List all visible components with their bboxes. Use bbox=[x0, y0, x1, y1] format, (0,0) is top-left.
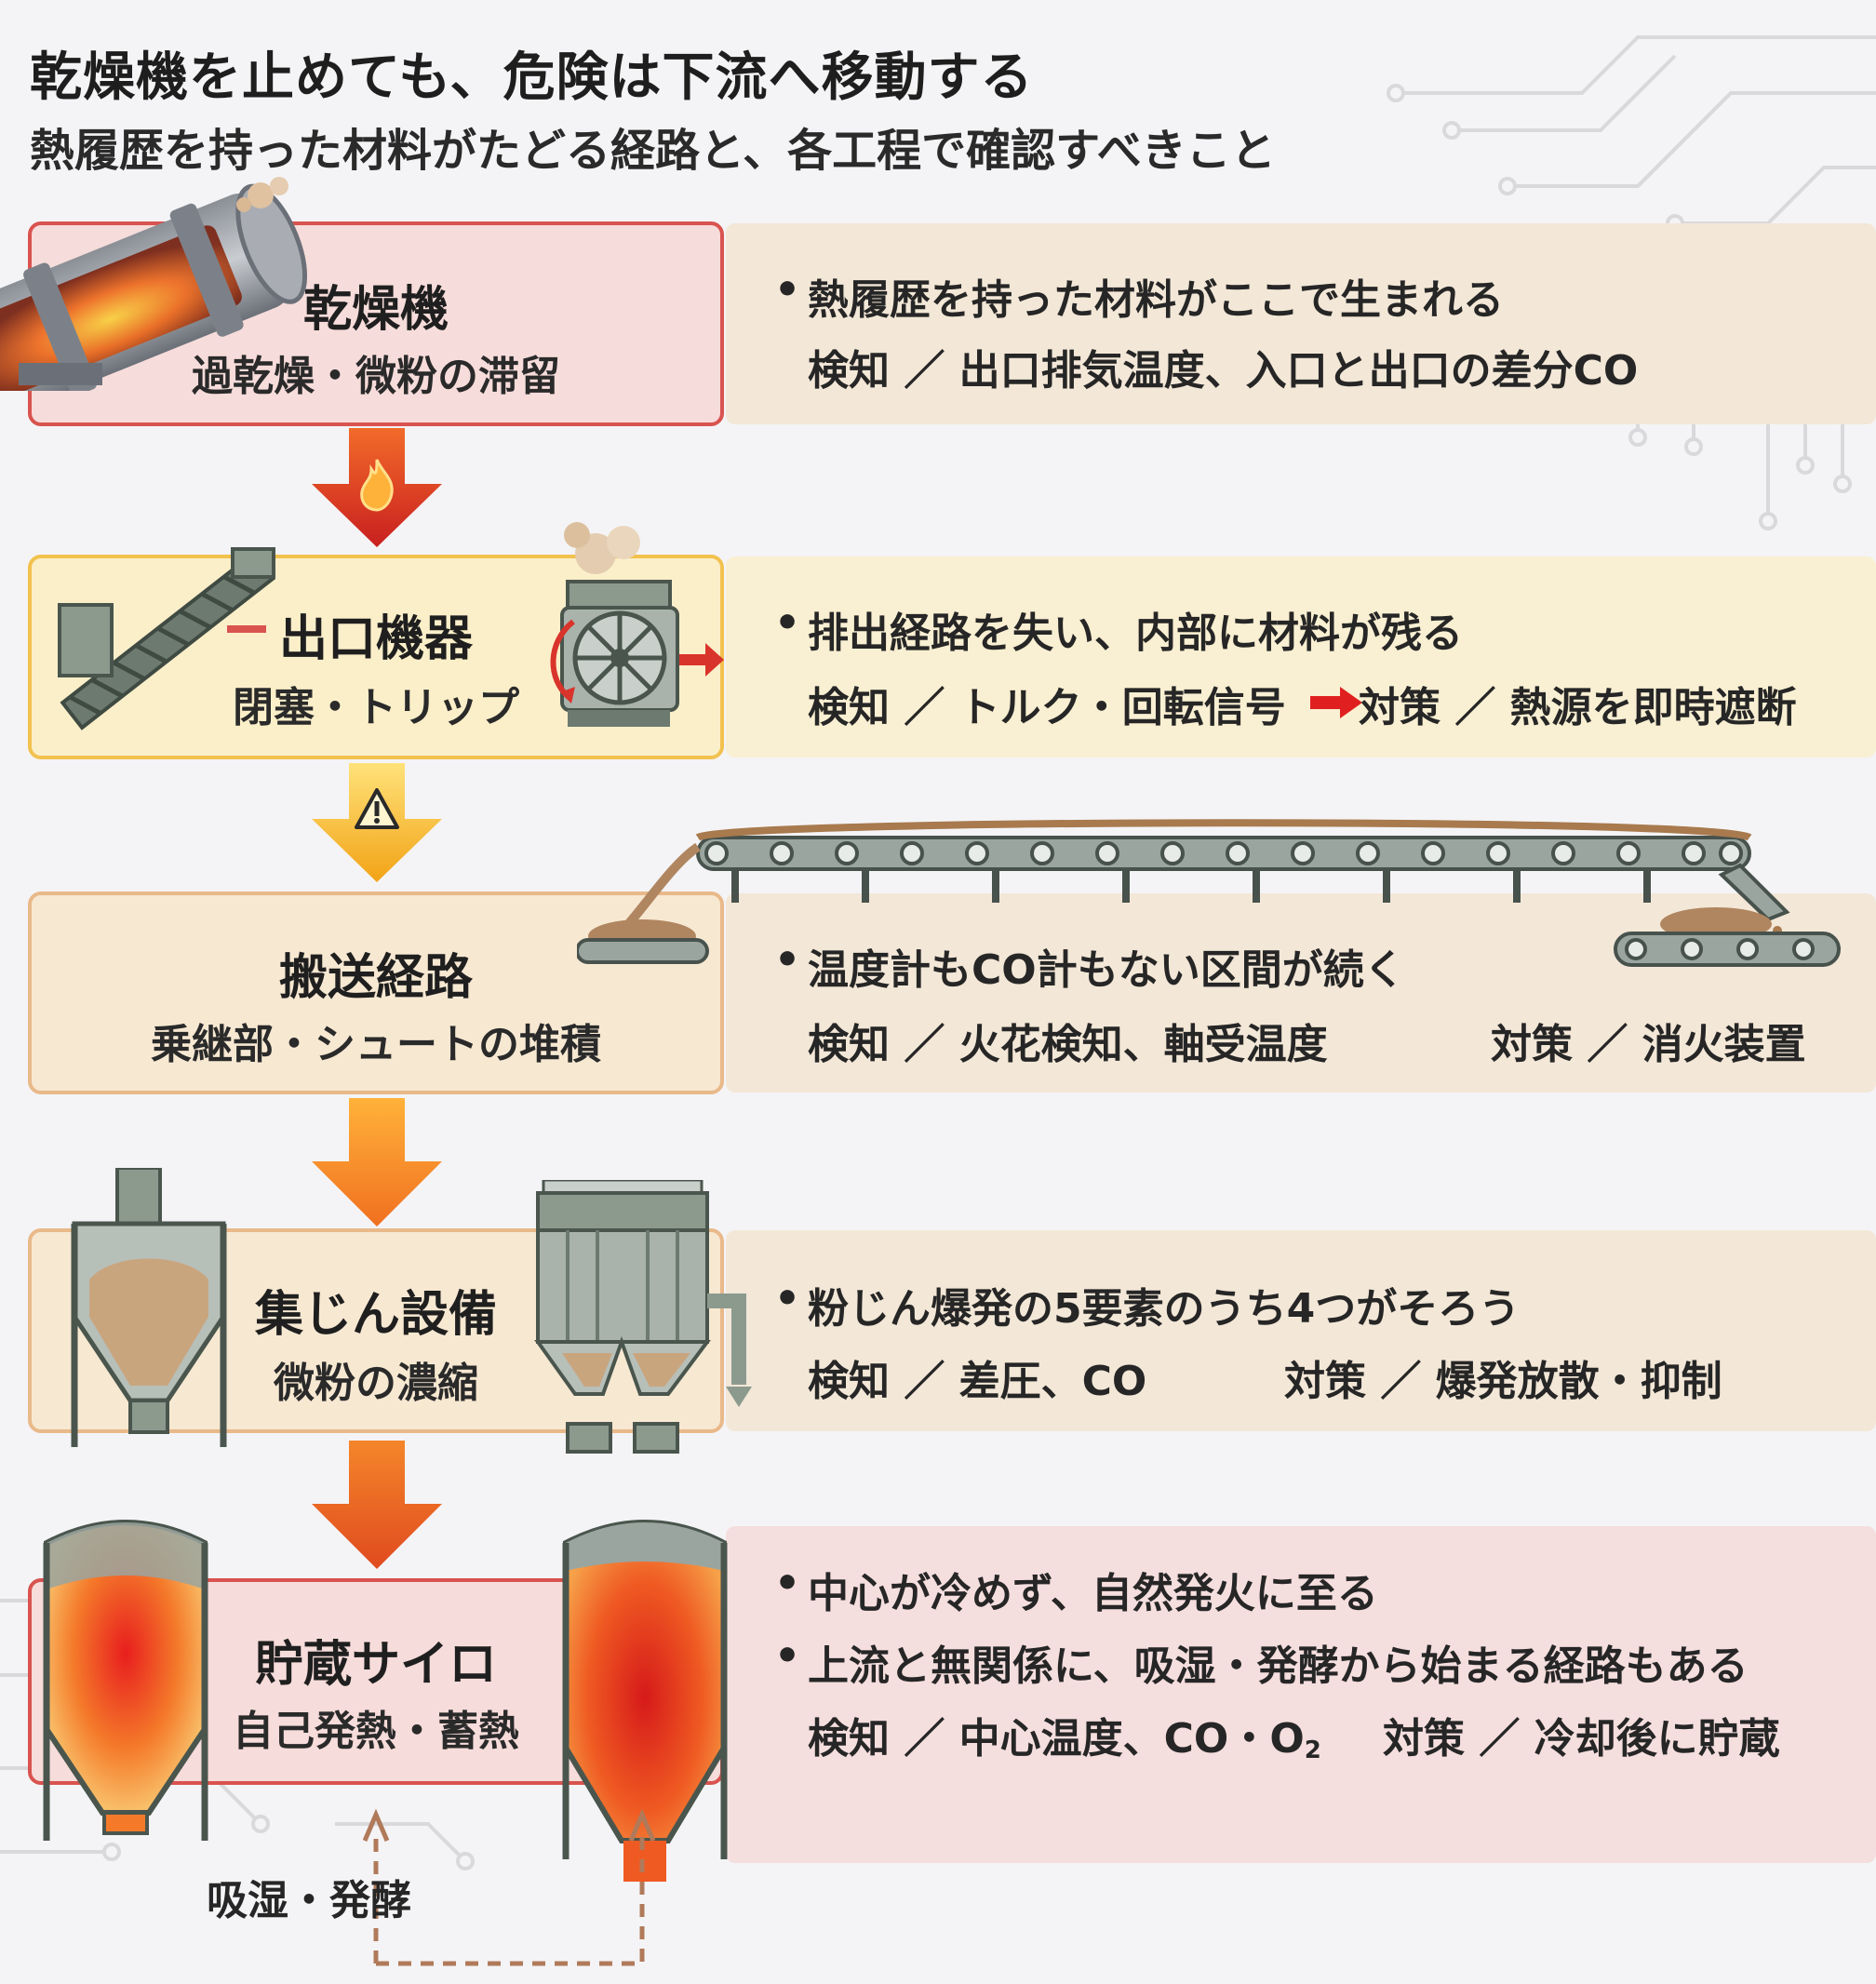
outlet-detail-3: 対策 ／ 熱源を即時遮断 bbox=[1359, 684, 1797, 731]
rotary-dryer-illustration bbox=[0, 177, 307, 391]
silo-detail-3: 検知 ／ 中心温度、CO・O2 bbox=[808, 1705, 1321, 1764]
silo-detail-4: 対策 ／ 冷却後に貯蔵 bbox=[1383, 1715, 1780, 1763]
stage-name-conveyor: 搬送経路 bbox=[278, 950, 473, 1006]
screw-conveyor-illustration bbox=[58, 547, 275, 731]
recirculation-loop-arrow bbox=[363, 1808, 656, 1966]
lower-conveyor-illustration bbox=[1614, 907, 1841, 967]
outlet-detail-1: 排出経路を失い、内部に材料が残る bbox=[774, 599, 1463, 659]
dryer-detail-2: 検知 ／ 出口排気温度、入口と出口の差分CO bbox=[808, 347, 1639, 395]
silo-left-illustration bbox=[43, 1520, 208, 1841]
silo-detail-2: 上流と無関係に、吸湿・発酵から始まる経路もある bbox=[774, 1632, 1749, 1692]
stage-box-dryer: 乾燥機 過乾燥・微粉の滞留 bbox=[28, 221, 724, 426]
dust-detail-2: 検知 ／ 差圧、CO bbox=[808, 1358, 1147, 1405]
conveyor-detail-1: 温度計もCO計もない区間が続く bbox=[774, 936, 1405, 996]
dust-detail-3: 対策 ／ 爆発放散・抑制 bbox=[1284, 1358, 1722, 1405]
outlet-detail-2: 検知 ／ トルク・回転信号 bbox=[808, 684, 1286, 731]
dust-detail-1: 粉じん爆発の5要素のうち4つがそろう bbox=[774, 1275, 1520, 1334]
bag-filter-illustration bbox=[534, 1180, 752, 1454]
silo-detail-3-text: 検知 ／ 中心温度、CO・O bbox=[808, 1715, 1305, 1763]
flow-arrow-4 bbox=[312, 1441, 442, 1569]
flow-arrow-3 bbox=[312, 1098, 442, 1227]
flame-icon bbox=[360, 459, 394, 512]
loop-label: 吸湿・発酵 bbox=[207, 1877, 411, 1924]
conveyor-detail-2: 検知 ／ 火花検知、軸受温度 bbox=[808, 1021, 1328, 1068]
stage-name-silo: 貯蔵サイロ bbox=[254, 1637, 497, 1693]
cyclone-illustration bbox=[71, 1168, 227, 1447]
page-subtitle: 熱履歴を持った材料がたどる経路と、各工程で確認すべきこと bbox=[30, 125, 1276, 177]
stage-sub-dust: 微粉の濃縮 bbox=[274, 1360, 478, 1407]
stage-name-dust: 集じん設備 bbox=[254, 1287, 497, 1343]
stage-sub-conveyor: 乗継部・シュートの堆積 bbox=[151, 1021, 601, 1068]
stage-sub-outlet: 閉塞・トリップ bbox=[233, 684, 519, 731]
belt-conveyor-illustration bbox=[577, 819, 1790, 964]
stage-name-dryer: 乾燥機 bbox=[302, 282, 449, 338]
conveyor-detail-3: 対策 ／ 消火装置 bbox=[1491, 1021, 1806, 1068]
silo-detail-1: 中心が冷めず、自然発火に至る bbox=[774, 1560, 1378, 1619]
page-title: 乾燥機を止めても、危険は下流へ移動する bbox=[30, 47, 1034, 108]
rotation-arrow-icon bbox=[550, 619, 575, 704]
silo-detail-3-subscript: 2 bbox=[1304, 1736, 1321, 1764]
right-arrow-icon bbox=[1310, 687, 1362, 718]
stage-sub-silo: 自己発熱・蓄熱 bbox=[233, 1708, 519, 1755]
stage-name-outlet: 出口機器 bbox=[278, 611, 473, 667]
silo-right-illustration bbox=[562, 1520, 728, 1882]
stage-sub-dryer: 過乾燥・微粉の滞留 bbox=[192, 353, 560, 400]
dryer-detail-1: 熱履歴を持った材料がここで生まれる bbox=[774, 266, 1504, 326]
warning-icon bbox=[355, 788, 399, 829]
rotary-valve-illustration bbox=[560, 522, 724, 727]
